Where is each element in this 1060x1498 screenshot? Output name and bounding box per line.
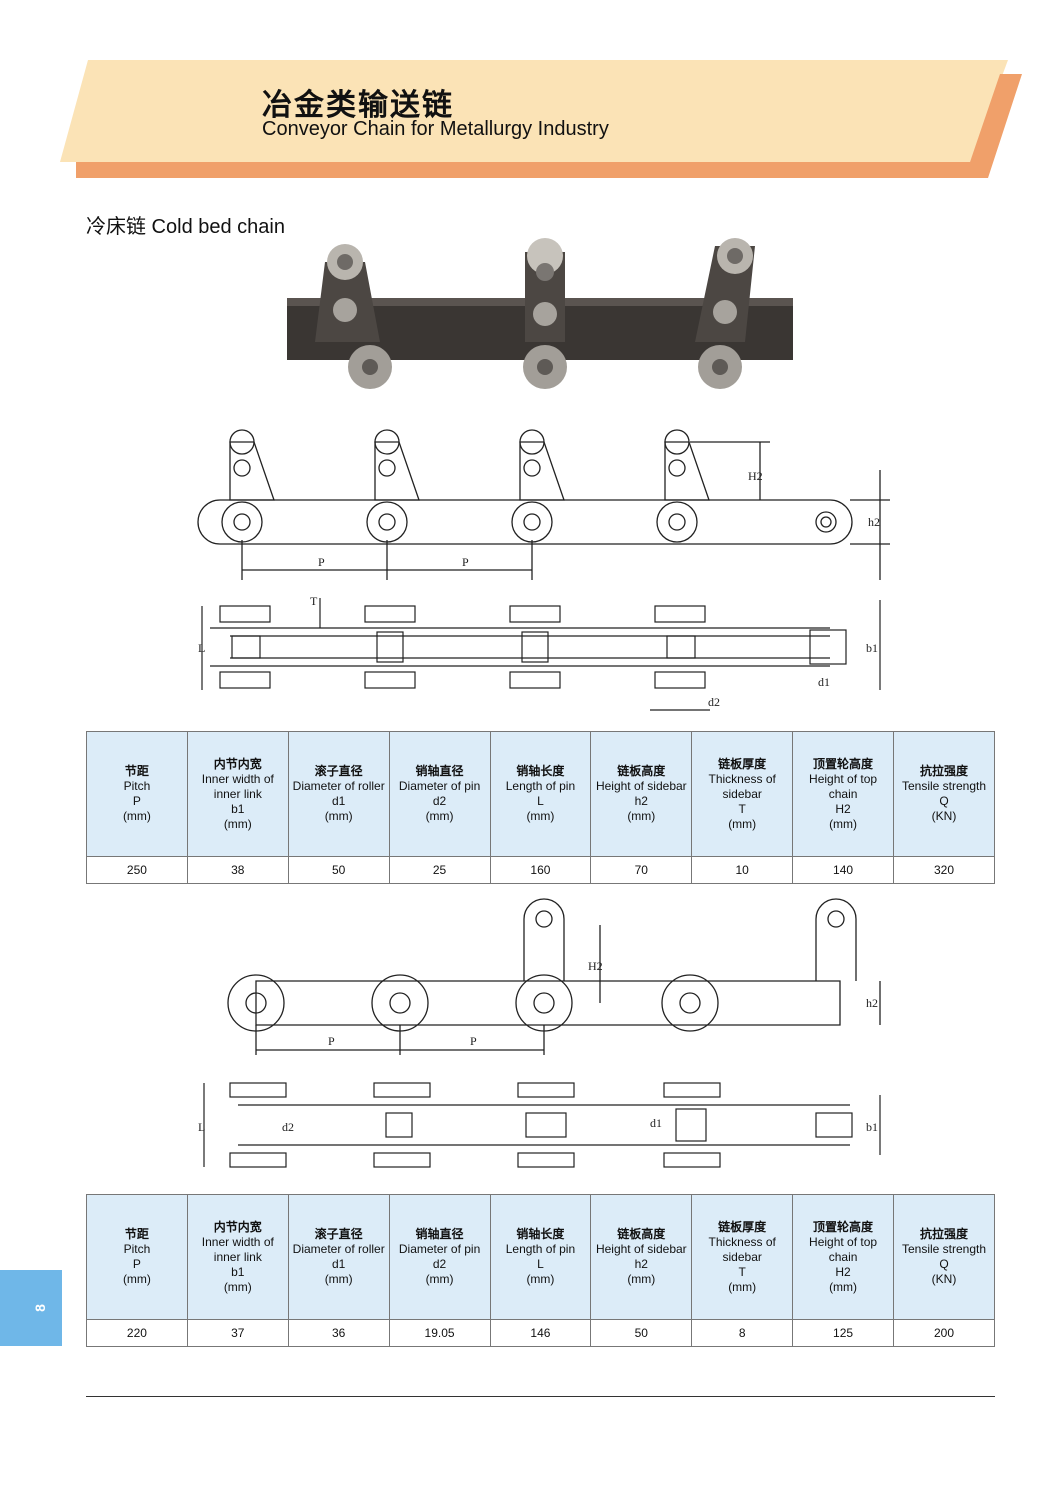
roller-4 — [656, 501, 698, 543]
cell-sidebar-height: 70 — [590, 856, 693, 884]
cell-top-chain-height: 140 — [792, 856, 894, 884]
dim-h2: h2 — [868, 515, 880, 529]
roller-d — [661, 974, 719, 1032]
dim-p-2: P — [462, 555, 469, 569]
section-title: 冷床链 Cold bed chain — [86, 216, 285, 238]
dim-d2: d2 — [708, 695, 720, 709]
dim2-h2: h2 — [866, 996, 878, 1010]
page-number-tab: 8 — [0, 1270, 62, 1346]
dim2-p-1: P — [328, 1034, 335, 1048]
roller-b — [371, 974, 429, 1032]
page-title-cn: 冶金类输送链 — [262, 89, 454, 122]
cell-pin-length: 160 — [489, 856, 592, 884]
dim2-l: L — [198, 1120, 205, 1134]
photo-attachment-2 — [523, 238, 567, 389]
photo-attachment-1 — [315, 244, 392, 389]
dim-h2-top: H2 — [748, 469, 763, 483]
table-row: 250 38 50 25 160 70 10 140 320 — [86, 856, 995, 884]
cell-top-chain-height: 125 — [792, 1319, 894, 1347]
drawing-2: P P H2 h2 L d2 d1 b1 — [198, 898, 881, 1168]
roller-2 — [366, 501, 408, 543]
roller-3 — [511, 501, 553, 543]
cell-tensile-strength: 320 — [893, 856, 995, 884]
dim2-b1: b1 — [866, 1120, 878, 1134]
page-title-en: Conveyor Chain for Metallurgy Industry — [262, 118, 609, 140]
footer-divider — [86, 1396, 995, 1397]
dim2-d2: d2 — [282, 1120, 294, 1134]
cell-pin-diameter: 19.05 — [388, 1319, 491, 1347]
roller-1 — [221, 501, 263, 543]
photo-attachment-3 — [695, 238, 755, 389]
cell-sidebar-thickness: 10 — [691, 856, 794, 884]
dim-d1: d1 — [818, 675, 830, 689]
cell-sidebar-thickness: 8 — [691, 1319, 794, 1347]
cell-inner-width: 37 — [186, 1319, 289, 1347]
dim-l: L — [198, 641, 205, 655]
dim-b1: b1 — [866, 641, 878, 655]
cell-roller-diameter: 36 — [287, 1319, 390, 1347]
cell-pin-diameter: 25 — [388, 856, 491, 884]
cell-tensile-strength: 200 — [893, 1319, 995, 1347]
banner-shape — [60, 60, 1022, 178]
cell-pin-length: 146 — [489, 1319, 592, 1347]
dim2-d1: d1 — [650, 1116, 662, 1130]
page-number: 8 — [31, 1304, 48, 1312]
roller-c — [515, 974, 573, 1032]
cell-sidebar-height: 50 — [590, 1319, 693, 1347]
cell-pitch: 220 — [86, 1319, 188, 1347]
cell-pitch: 250 — [86, 856, 188, 884]
dim-t: T — [310, 594, 318, 608]
cell-inner-width: 38 — [186, 856, 289, 884]
dim-p-1: P — [318, 555, 325, 569]
drawing-1: P P H2 h2 L T b1 d1 d2 — [197, 429, 890, 711]
chain-photo — [287, 238, 793, 389]
dim2-h2-top: H2 — [588, 959, 603, 973]
header-banner: 冶金类输送链 Conveyor Chain for Metallurgy Ind… — [0, 0, 1060, 190]
cell-roller-diameter: 50 — [287, 856, 390, 884]
dim2-p-2: P — [470, 1034, 477, 1048]
table-row: 220 37 36 19.05 146 50 8 125 200 — [86, 1319, 995, 1347]
